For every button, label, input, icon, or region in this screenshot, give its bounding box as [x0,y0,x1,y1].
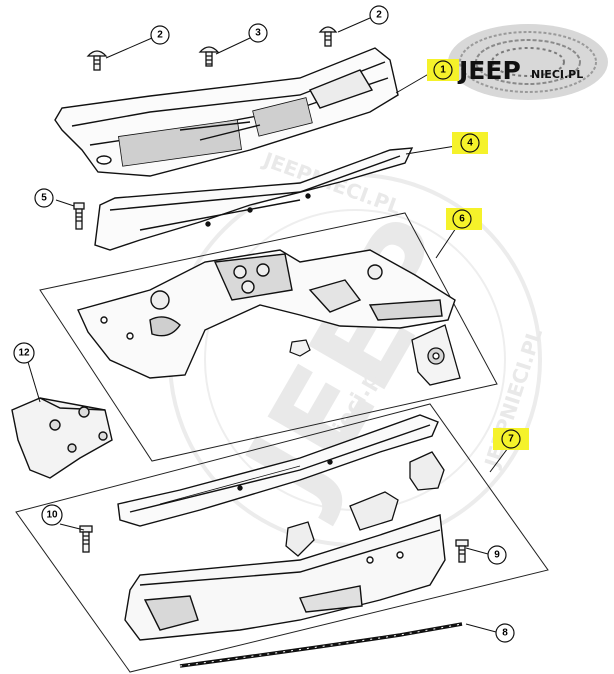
dash-panel [77,249,456,379]
bolt-fastener-10 [79,525,93,553]
callout-10: 10 [41,504,63,526]
bolt-fastener-9 [455,539,469,563]
callout-6: 6 [446,208,482,230]
callout-4: 4 [452,132,488,154]
svg-text:10: 10 [46,510,58,521]
callout-12: 12 [13,342,35,364]
clip-fastener-right [318,26,338,47]
bracket-middle [349,491,399,531]
bracket-left [285,521,315,557]
callout-9: 9 [487,545,507,565]
site-logo: JEEP NIECI.PL [448,24,608,100]
weatherstrip-seal [179,622,463,668]
callout-3: 3 [248,23,268,43]
svg-text:3: 3 [255,28,261,39]
assembly-outlines [15,212,549,673]
cowl-seal-panel [94,147,414,251]
screw-fastener-middle [198,46,220,67]
side-bracket [11,397,113,479]
logo-suffix: NIECI.PL [531,68,583,81]
svg-text:5: 5 [41,193,47,204]
svg-text:7: 7 [508,434,514,445]
callout-5: 5 [34,188,54,208]
callout-8: 8 [495,623,515,643]
svg-text:9: 9 [494,550,500,561]
bolt-fastener-5 [73,202,85,230]
outline-upper [39,212,498,462]
callout-2b: 2 [369,5,389,25]
callout-2a: 2 [150,25,170,45]
svg-text:2: 2 [376,10,382,21]
insulator-pad [411,324,461,386]
leader-lines [27,17,509,633]
cowl-cross-member [117,414,439,527]
svg-text:8: 8 [502,628,508,639]
callout-1: 1 [427,59,459,81]
callouts: 1 2 2 3 4 5 6 7 [13,5,529,643]
svg-text:1: 1 [440,65,446,76]
callout-7: 7 [493,428,529,450]
lower-brackets [285,451,445,557]
svg-text:12: 12 [18,348,30,359]
svg-text:6: 6 [459,214,465,225]
svg-text:2: 2 [157,30,163,41]
clip-fastener-left [86,50,108,71]
fasteners-top [73,26,469,563]
logo-brand: JEEP [457,56,521,85]
svg-text:4: 4 [467,138,473,149]
small-bracket [289,339,311,357]
cowl-top-grille [54,47,399,177]
bracket-upper-right [409,451,445,491]
outline-lower [15,403,549,673]
plenum-panel [124,514,446,641]
